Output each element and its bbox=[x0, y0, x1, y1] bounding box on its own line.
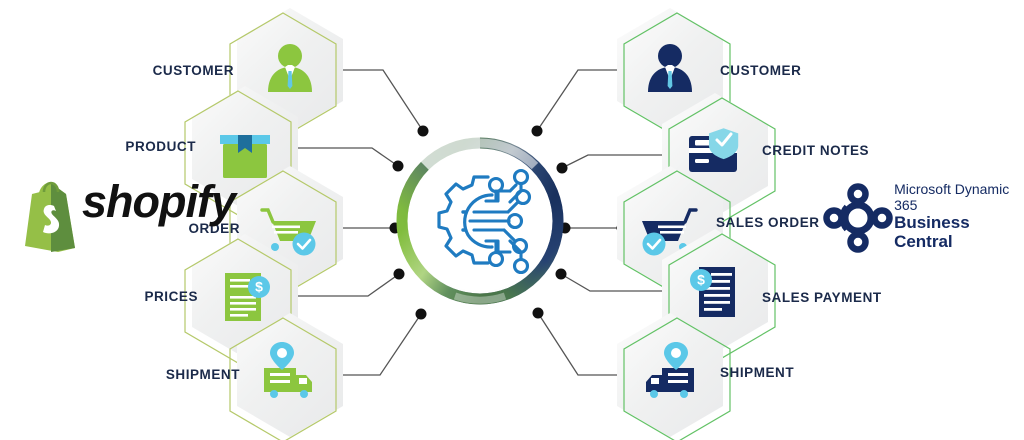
center-ring bbox=[396, 136, 564, 305]
dynamics-brand-text: Microsoft Dynamic 365 Business Central bbox=[894, 181, 1024, 252]
label-right-credit-notes: CREDIT NOTES bbox=[762, 143, 870, 158]
hex-outline bbox=[229, 317, 337, 440]
prices-document-dollar-icon: $ bbox=[225, 273, 270, 321]
center-integration-hub[interactable] bbox=[396, 136, 564, 305]
dynamics-brand-line2: Business Central bbox=[894, 213, 970, 252]
shipment-truck-pin-icon bbox=[264, 342, 312, 398]
connector-left-customer bbox=[330, 69, 424, 132]
connector-left-shipment bbox=[333, 313, 422, 376]
label-right-shipment: SHIPMENT bbox=[720, 365, 795, 380]
dynamics-brand: Microsoft Dynamic 365 Business Central bbox=[820, 181, 1024, 252]
dynamics-brand-line1: Microsoft Dynamic 365 bbox=[894, 181, 1010, 213]
order-cart-check-icon bbox=[260, 208, 316, 256]
label-left-product: PRODUCT bbox=[125, 139, 196, 154]
connector-right-shipment bbox=[537, 312, 625, 376]
dot-right-shipment-center bbox=[532, 307, 544, 319]
shopify-bag-icon bbox=[25, 181, 75, 252]
label-right-customer: CUSTOMER bbox=[720, 63, 802, 78]
dynamics-365-hub-icon bbox=[823, 183, 893, 253]
connector-right-salespayment bbox=[560, 273, 683, 292]
dot-right-creditnotes-center bbox=[556, 162, 568, 174]
dot-left-product-center bbox=[392, 160, 404, 172]
dot-right-customer-center bbox=[531, 125, 543, 137]
connector-left-product bbox=[285, 147, 399, 167]
svg-text:$: $ bbox=[697, 272, 705, 288]
sales-payment-invoice-dollar-icon: $ bbox=[690, 267, 735, 317]
label-left-customer: CUSTOMER bbox=[152, 63, 234, 78]
connector-lines bbox=[275, 69, 683, 376]
shopify-brand: shopify bbox=[12, 176, 236, 228]
product-box-icon bbox=[220, 135, 270, 178]
dot-right-salespayment-center bbox=[555, 268, 567, 280]
dot-left-shipment-center bbox=[415, 308, 427, 320]
label-left-order: ORDER bbox=[188, 221, 240, 236]
connector-right-customer bbox=[536, 69, 630, 132]
customer-avatar-icon bbox=[268, 44, 312, 92]
label-left-prices: PRICES bbox=[144, 289, 198, 304]
hex-node-right-shipment[interactable] bbox=[617, 313, 731, 440]
label-left-shipment: SHIPMENT bbox=[165, 367, 240, 382]
customer-avatar-icon bbox=[648, 44, 692, 92]
sales-order-cart-check-icon bbox=[642, 208, 698, 256]
gear-circuit-integration-icon bbox=[437, 168, 532, 275]
connector-left-prices bbox=[275, 273, 400, 297]
credit-note-card-shield-icon bbox=[689, 128, 739, 172]
label-right-sales-payment: SALES PAYMENT bbox=[762, 290, 882, 305]
shopify-wordmark: shopify bbox=[82, 176, 236, 227]
label-right-sales-order: SALES ORDER bbox=[716, 215, 820, 230]
svg-text:$: $ bbox=[255, 279, 263, 295]
dot-left-prices-center bbox=[393, 268, 405, 280]
connector-right-creditnotes bbox=[561, 154, 676, 169]
dot-left-customer-center bbox=[417, 125, 429, 137]
hex-node-left-shipment[interactable] bbox=[229, 313, 343, 440]
hex-outline bbox=[623, 317, 731, 440]
shipment-truck-pin-icon bbox=[646, 342, 694, 398]
